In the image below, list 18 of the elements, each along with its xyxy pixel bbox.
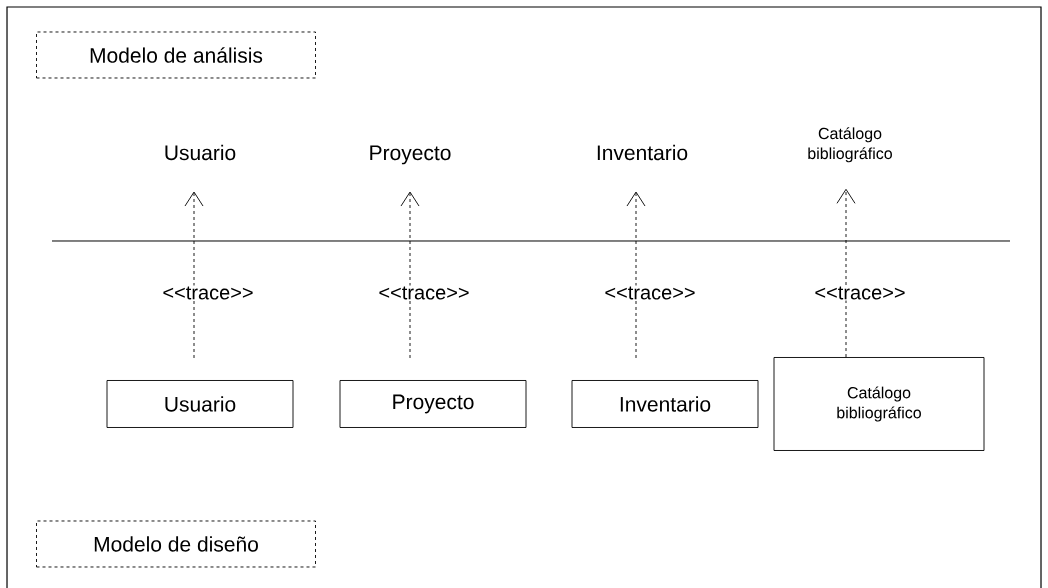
edge-label: <<trace>> [603,285,697,301]
class-box: Proyecto [339,380,527,428]
edge-label: <<trace>> [377,285,471,301]
class-box: Catálogo bibliográfico [773,357,985,451]
package-label: Modelo de diseño [36,520,316,568]
trace-arrow [184,191,204,359]
trace-arrow [400,191,420,359]
edge-label: <<trace>> [813,285,907,301]
trace-arrow [626,191,646,359]
package-label: Modelo de análisis [36,31,316,79]
class-box: Inventario [571,380,759,428]
class-name: Proyecto [370,145,451,165]
edge-label: <<trace>> [161,285,255,301]
class-box: Usuario [106,380,294,428]
class-name: Inventario [597,144,688,161]
trace-arrow [836,188,856,358]
class-name: Usuario [165,144,236,161]
class-name: Catálogo bibliográfico [808,127,892,163]
